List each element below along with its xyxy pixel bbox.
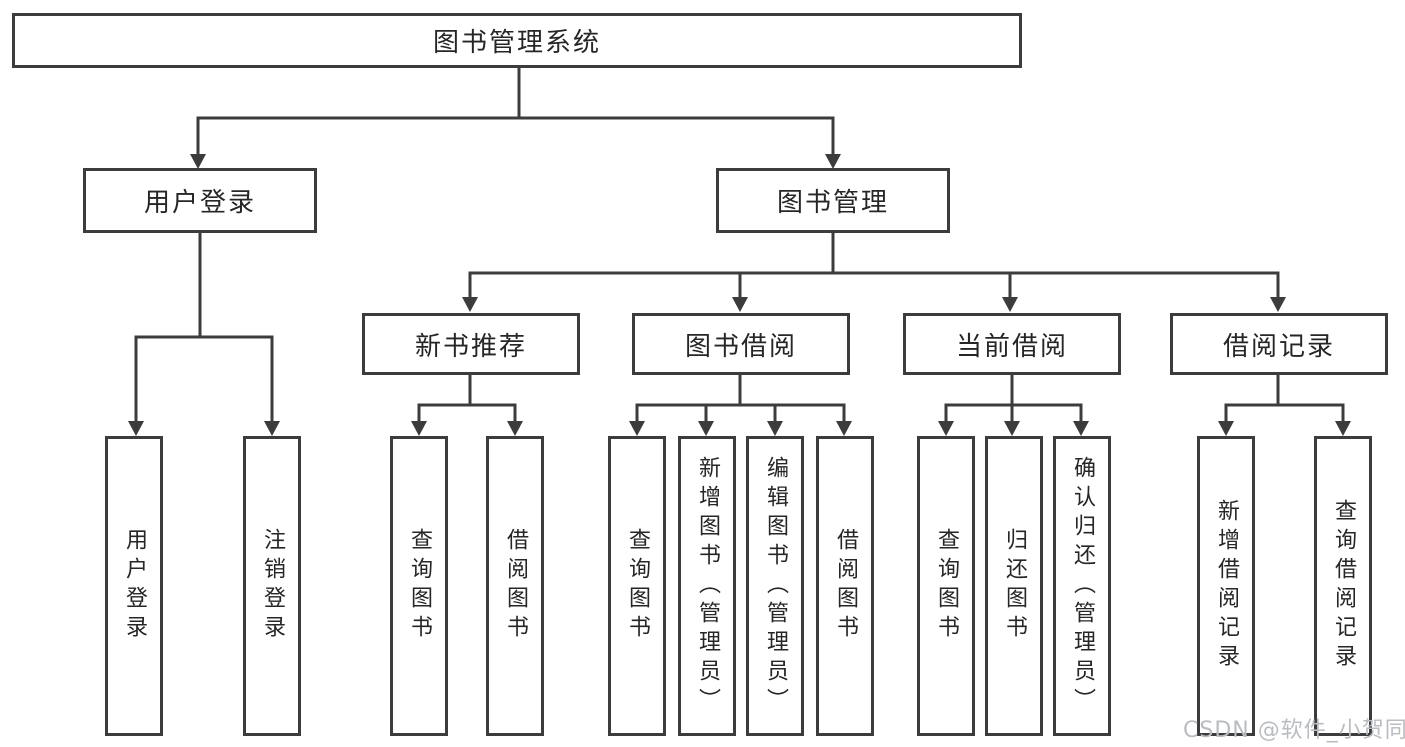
node-borrow-borrow-books: 借阅图书 <box>816 436 874 736</box>
node-user-login: 用户登录 <box>83 168 317 233</box>
csdn-watermark: CSDN @软件_小贺同学 <box>1183 718 1405 743</box>
node-borrow-records: 借阅记录 <box>1170 313 1388 375</box>
connector-currentborrow-branch <box>944 375 1083 421</box>
node-records-add-record: 新增借阅记录 <box>1197 436 1255 736</box>
node-newbook-borrow-books: 借阅图书 <box>486 436 544 736</box>
node-current-return-books: 归还图书 <box>985 436 1043 736</box>
node-borrow-add-books-admin: 新增图书（管理员） <box>678 436 736 736</box>
node-new-book-recommend: 新书推荐 <box>362 313 580 375</box>
connector-mgmt-branch <box>468 233 1280 297</box>
node-login-user-login: 用户登录 <box>105 436 163 736</box>
node-book-mgmt: 图书管理 <box>716 168 950 233</box>
node-current-query-books: 查询图书 <box>917 436 975 736</box>
node-newbook-query-books: 查询图书 <box>390 436 448 736</box>
node-login-logout: 注销登录 <box>243 436 301 736</box>
connector-newbook-branch <box>417 375 517 421</box>
node-current-borrow: 当前借阅 <box>903 313 1121 375</box>
connector-records-branch <box>1224 375 1345 421</box>
node-records-query-record: 查询借阅记录 <box>1314 436 1372 736</box>
node-root: 图书管理系统 <box>12 13 1022 68</box>
connector-root-branch <box>196 68 835 154</box>
node-borrow-query-books: 查询图书 <box>608 436 666 736</box>
node-book-borrow: 图书借阅 <box>632 313 850 375</box>
node-borrow-edit-books-admin: 编辑图书（管理员） <box>746 436 804 736</box>
node-current-confirm-return-admin: 确认归还（管理员） <box>1053 436 1111 736</box>
connector-login-branch <box>134 233 274 421</box>
connector-bookborrow-branch <box>635 375 846 421</box>
